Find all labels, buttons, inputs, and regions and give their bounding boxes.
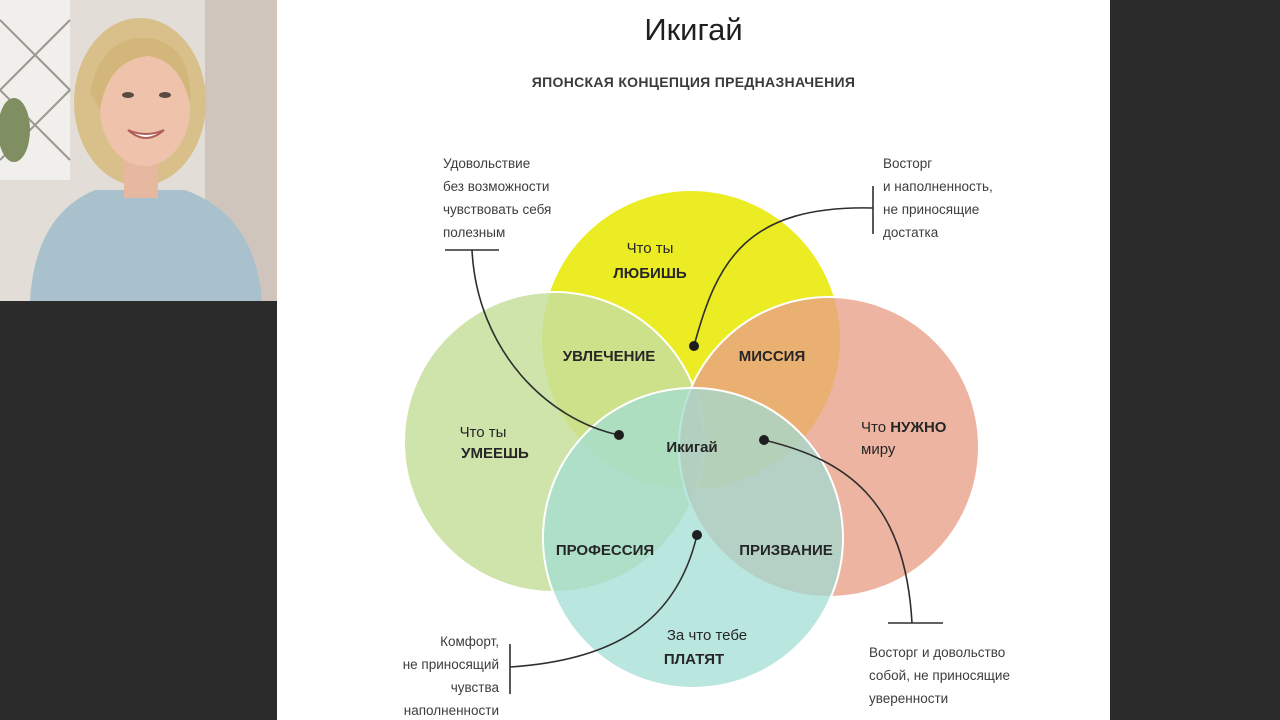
label-passion: УВЛЕЧЕНИЕ <box>563 348 655 365</box>
label-ikigai-center: Икигай <box>666 439 717 456</box>
connector-dot-top-right <box>689 341 699 351</box>
connector-line-top-right <box>693 207 874 347</box>
connector-line-bottom-right <box>763 439 913 624</box>
connector-line-bottom-left <box>509 534 698 668</box>
annotation-bottom-right: Восторг и довольство собой, не приносящи… <box>869 645 1010 706</box>
connector-dot-bottom-right <box>759 435 769 445</box>
label-world-needs-line2: миру <box>861 441 896 458</box>
label-world-needs-line1: Что НУЖНО <box>861 419 947 436</box>
label-good-at-line2: УМЕЕШЬ <box>461 445 529 462</box>
label-good-at-line1: Что ты <box>460 424 507 441</box>
label-love-line2: ЛЮБИШЬ <box>613 265 687 282</box>
label-love-line1: Что ты <box>627 240 674 257</box>
presentation-slide: Икигай ЯПОНСКАЯ КОНЦЕПЦИЯ ПРЕДНАЗНАЧЕНИЯ… <box>277 0 1110 720</box>
label-profession: ПРОФЕССИЯ <box>556 542 654 559</box>
webcam-video-feed <box>0 0 278 301</box>
label-vocation: ПРИЗВАНИЕ <box>739 542 833 559</box>
label-mission: МИССИЯ <box>739 348 806 365</box>
connector-dot-bottom-left <box>692 530 702 540</box>
annotation-top-left: Удовольствие без возможности чувствовать… <box>443 156 552 240</box>
annotation-bottom-left: Комфорт, не приносящий чувства наполненн… <box>402 634 499 718</box>
presenter-image <box>0 0 278 301</box>
annotation-top-right: Восторг и наполненность, не приносящие д… <box>883 156 993 240</box>
connector-dot-top-left <box>614 430 624 440</box>
slide-title: Икигай <box>644 12 743 47</box>
ikigai-venn-diagram: Что ты ЛЮБИШЬ Что ты УМЕЕШЬ Что НУЖНО ми… <box>403 186 980 694</box>
label-paid-for-line2: ПЛАТЯТ <box>664 651 724 668</box>
label-paid-for-line1: За что тебе <box>667 627 747 644</box>
slide-subtitle: ЯПОНСКАЯ КОНЦЕПЦИЯ ПРЕДНАЗНАЧЕНИЯ <box>531 74 856 90</box>
connector-line-top-left <box>471 249 620 436</box>
